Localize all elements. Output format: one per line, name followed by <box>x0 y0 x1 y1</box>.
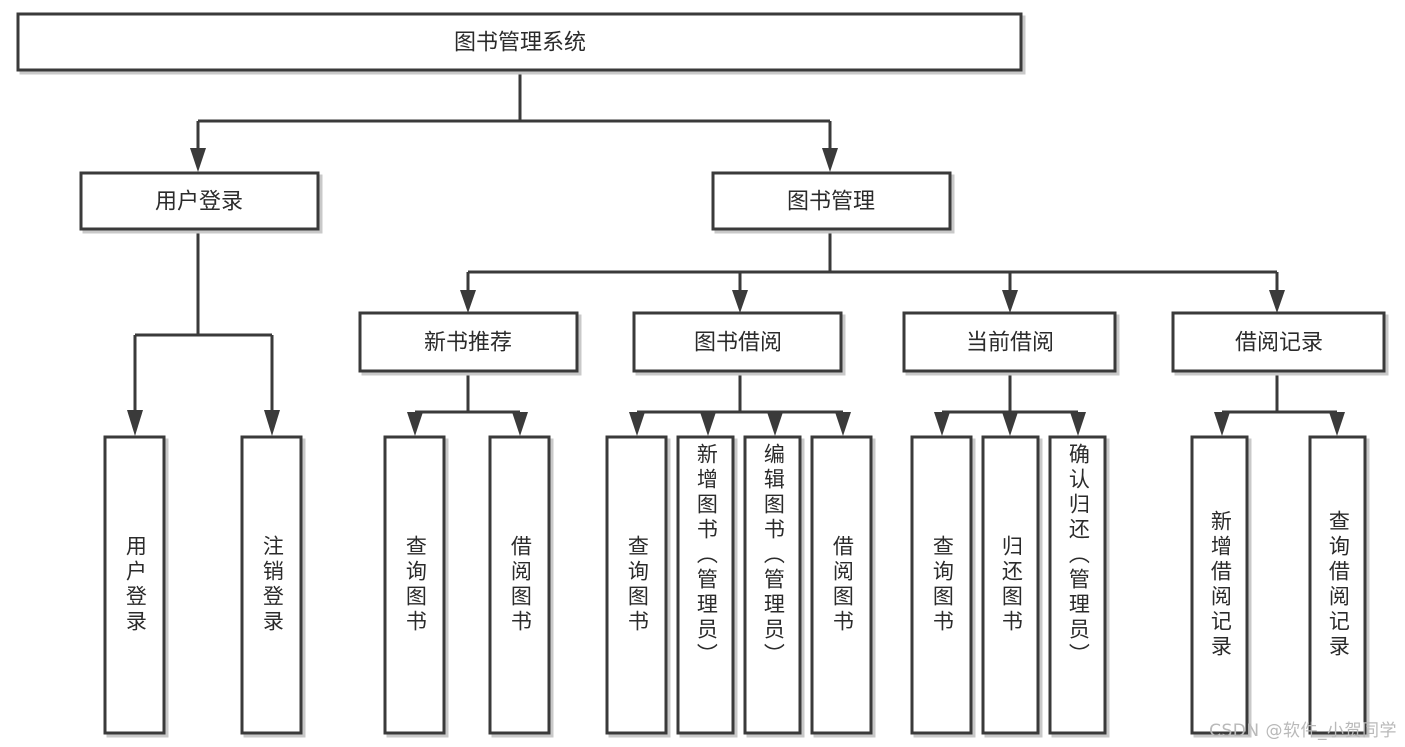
arrow-head-leaf-borrow-book-1 <box>512 412 528 436</box>
node-borrow-record-label: 借阅记录 <box>1235 331 1323 356</box>
arrow-head-leaf-confirm-return <box>1070 412 1086 436</box>
node-book-management-box[interactable] <box>711 171 952 231</box>
connector-group-root <box>190 73 838 172</box>
node-new-book-recommend[interactable]: 新书推荐 <box>358 311 582 376</box>
leaf-confirm-return-box[interactable] <box>1048 435 1107 735</box>
connector-group-book-management <box>460 232 1285 313</box>
node-borrow-record-box[interactable] <box>1171 311 1386 373</box>
leaf-borrow-book-1-box[interactable] <box>488 435 551 735</box>
node-book-management[interactable]: 图书管理 <box>711 171 955 234</box>
leaf-user-login-box[interactable] <box>103 435 166 735</box>
leaf-query-book-2-box[interactable] <box>605 435 668 735</box>
node-user-login-label: 用户登录 <box>155 190 243 215</box>
leaf-borrow-book-2[interactable] <box>810 435 876 738</box>
leaf-user-logout[interactable] <box>240 435 306 738</box>
connector-group-new-book-recommend <box>407 375 528 436</box>
node-book-management-label: 图书管理 <box>787 190 875 215</box>
node-user-login[interactable]: 用户登录 <box>79 171 323 234</box>
node-book-borrow-box[interactable] <box>632 311 843 373</box>
leaf-borrow-book-2-box[interactable] <box>810 435 873 735</box>
leaf-query-book-2[interactable] <box>605 435 671 738</box>
node-current-borrow-box[interactable] <box>902 311 1117 373</box>
leaf-confirm-return[interactable] <box>1048 435 1110 738</box>
leaf-return-book-box[interactable] <box>981 435 1040 735</box>
arrow-head-leaf-return-book <box>1002 412 1018 436</box>
arrow-head-user-login <box>190 148 206 172</box>
leaf-query-book-3-box[interactable] <box>910 435 973 735</box>
node-book-borrow-label: 图书借阅 <box>694 331 782 356</box>
node-new-book-recommend-box[interactable] <box>358 311 579 373</box>
leaf-query-book-1-box[interactable] <box>383 435 446 735</box>
arrow-head-current-borrow <box>1002 290 1018 313</box>
leaf-edit-book-box[interactable] <box>743 435 802 735</box>
arrow-head-leaf-add-book <box>700 412 716 436</box>
leaf-query-record[interactable] <box>1308 435 1370 738</box>
arrow-head-leaf-query-book-3 <box>934 412 950 436</box>
csdn-watermark: CSDN @软件_小贺同学 <box>1209 721 1397 741</box>
arrow-head-leaf-user-login <box>127 410 143 436</box>
arrow-head-leaf-edit-book <box>767 412 783 436</box>
arrow-head-leaf-borrow-book-2 <box>835 412 851 436</box>
leaf-add-record[interactable] <box>1190 435 1252 738</box>
leaf-add-book-box[interactable] <box>676 435 735 735</box>
leaf-edit-book[interactable] <box>743 435 805 738</box>
connector-group-current-borrow <box>934 375 1086 436</box>
leaf-query-book-1[interactable] <box>383 435 449 738</box>
arrow-head-leaf-add-record <box>1214 412 1230 436</box>
node-borrow-record[interactable]: 借阅记录 <box>1171 311 1389 376</box>
leaf-return-book[interactable] <box>981 435 1043 738</box>
leaf-query-book-3[interactable] <box>910 435 976 738</box>
node-new-book-recommend-label: 新书推荐 <box>424 331 512 356</box>
node-book-borrow[interactable]: 图书借阅 <box>632 311 846 376</box>
node-root[interactable]: 图书管理系统 <box>16 12 1026 75</box>
arrow-head-book-borrow <box>732 290 748 313</box>
leaf-borrow-book-1[interactable] <box>488 435 554 738</box>
node-current-borrow-label: 当前借阅 <box>966 331 1054 356</box>
node-user-login-box[interactable] <box>79 171 320 231</box>
node-root-label: 图书管理系统 <box>454 31 586 56</box>
leaf-user-logout-box[interactable] <box>240 435 303 735</box>
leaf-add-record-box[interactable] <box>1190 435 1249 735</box>
node-current-borrow[interactable]: 当前借阅 <box>902 311 1120 376</box>
arrow-head-book-management <box>822 148 838 172</box>
arrow-head-new-book-recommend <box>460 290 476 313</box>
arrow-head-leaf-query-record <box>1329 412 1345 436</box>
leaf-user-login[interactable] <box>103 435 169 738</box>
connector-group-book-borrow <box>629 375 851 436</box>
leaf-query-record-box[interactable] <box>1308 435 1367 735</box>
arrow-head-leaf-query-book-1 <box>407 412 423 436</box>
arrow-head-leaf-query-book-2 <box>629 412 645 436</box>
connector-group-user-login <box>127 232 280 436</box>
leaf-add-book[interactable] <box>676 435 738 738</box>
connector-group-borrow-record <box>1214 375 1345 436</box>
arrow-head-leaf-user-logout <box>264 410 280 436</box>
node-root-box[interactable] <box>16 12 1023 72</box>
arrow-head-borrow-record <box>1269 290 1285 313</box>
